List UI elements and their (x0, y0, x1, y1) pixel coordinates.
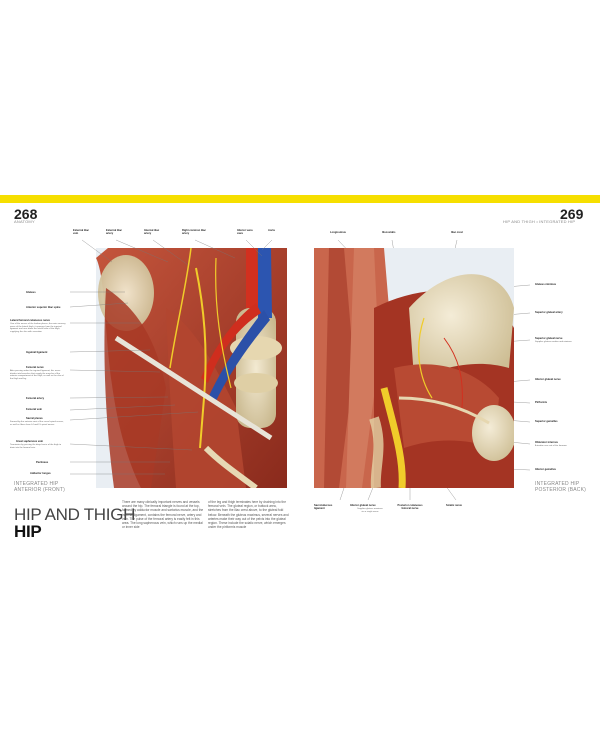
label-inguinal-ligament: Inguinal ligament (26, 351, 48, 354)
anterior-hip-illustration (96, 248, 287, 488)
label-obturator-internus: Obturator internus (535, 441, 558, 444)
left-page-number: 268 (14, 206, 38, 222)
label-inferior-gluteal-nerve-side: Inferior gluteal nerve (535, 378, 561, 381)
right-running-head: HIP AND THIGH • INTEGRATED HIP (503, 219, 576, 224)
label-right-common-iliac-artery: Right common iliac artery (182, 229, 206, 235)
label-lateral-femoral-cutaneous-nerve: Lateral femoral cutaneous nerve (10, 319, 50, 322)
label-gluteus: Gluteus (26, 291, 36, 294)
label-adductor-longus: Adductor longus (30, 472, 51, 475)
left-caption-line2: ANTERIOR (FRONT) (14, 487, 65, 493)
label-internal-iliac-artery: Internal iliac artery (144, 229, 160, 235)
label-external-iliac-vein: External iliac vein (73, 229, 90, 235)
label-femoral-nerve: Femoral nerve (26, 366, 44, 369)
label-external-iliac-artery: External iliac artery (106, 229, 123, 235)
desc-great-saphenous-vein: Terminates by passing the deep fascia of… (10, 444, 62, 449)
label-aorta: Aorta (268, 229, 275, 232)
label-superior-gemellus: Superior gemellus (535, 420, 558, 423)
right-caption-line2: POSTERIOR (BACK) (535, 487, 586, 493)
label-inferior-gemellus: Inferior gemellus (535, 468, 556, 471)
section-title-bold: HIP (14, 522, 42, 541)
right-caption-line1: INTEGRATED HIP (535, 481, 580, 487)
desc-inferior-gluteal-nerve-bottom: Supplies gluteus maximus via a single ne… (357, 508, 383, 513)
right-page-number: 269 (560, 206, 584, 222)
yellow-section-band (0, 195, 600, 203)
desc-obturator-internus: A tendon runs out of the foramen (535, 445, 567, 447)
label-anterior-superior-iliac-spine: Anterior superior iliac spine (26, 306, 61, 309)
label-piriformis: Piriformis (535, 401, 548, 404)
left-caption-line1: INTEGRATED HIP (14, 481, 59, 487)
posterior-hip-illustration (314, 248, 514, 488)
label-gluteus-minimus: Gluteus minimus (535, 283, 557, 286)
label-iliocostalis: Iliocostalis (382, 231, 396, 234)
label-posterior-cutaneous-femoral-nerve: Posterior cutaneous femoral nerve (397, 504, 423, 510)
desc-sacral-plexus: Formed by the anterior rami of the sacra… (10, 421, 64, 426)
label-sacral-plexus: Sacral plexus (26, 417, 43, 420)
desc-femoral-nerve: After passing under the inguinal ligamen… (10, 370, 64, 380)
label-longissimus: Longissimus (330, 231, 346, 234)
body-column-2: of the leg and thigh terminates here by … (208, 500, 289, 530)
label-inferior-vena-cava: Inferior vena cava (237, 229, 253, 235)
left-running-head: ANATOMY (14, 219, 35, 224)
desc-lateral-femoral-cutaneous-nerve: One of the nerves of the lumbar plexus; … (10, 323, 66, 333)
label-inferior-gluteal-nerve-bottom: Inferior gluteal nerve (350, 504, 376, 507)
label-sacrotuberous-ligament: Sacrotuberous ligament (314, 504, 333, 510)
label-superior-gluteal-nerve: Superior gluteal nerve (535, 337, 563, 340)
label-great-saphenous-vein: Great saphenous vein (16, 440, 44, 443)
desc-superior-gluteal-nerve: Supplies gluteus medius and minimus (535, 341, 572, 343)
section-title-light: HIP AND THIGH (14, 505, 136, 524)
label-sciatic-nerve: Sciatic nerve (446, 504, 463, 507)
label-pectineus: Pectineus (36, 461, 49, 464)
body-column-1: There are many clinically important nerv… (122, 500, 204, 530)
label-superior-gluteal-artery: Superior gluteal artery (535, 311, 563, 314)
label-femoral-vein: Femoral vein (26, 408, 43, 411)
label-iliac-crest: Iliac crest (451, 231, 463, 234)
label-femoral-artery: Femoral artery (26, 397, 45, 400)
section-title: HIP AND THIGH HIP (14, 506, 135, 540)
